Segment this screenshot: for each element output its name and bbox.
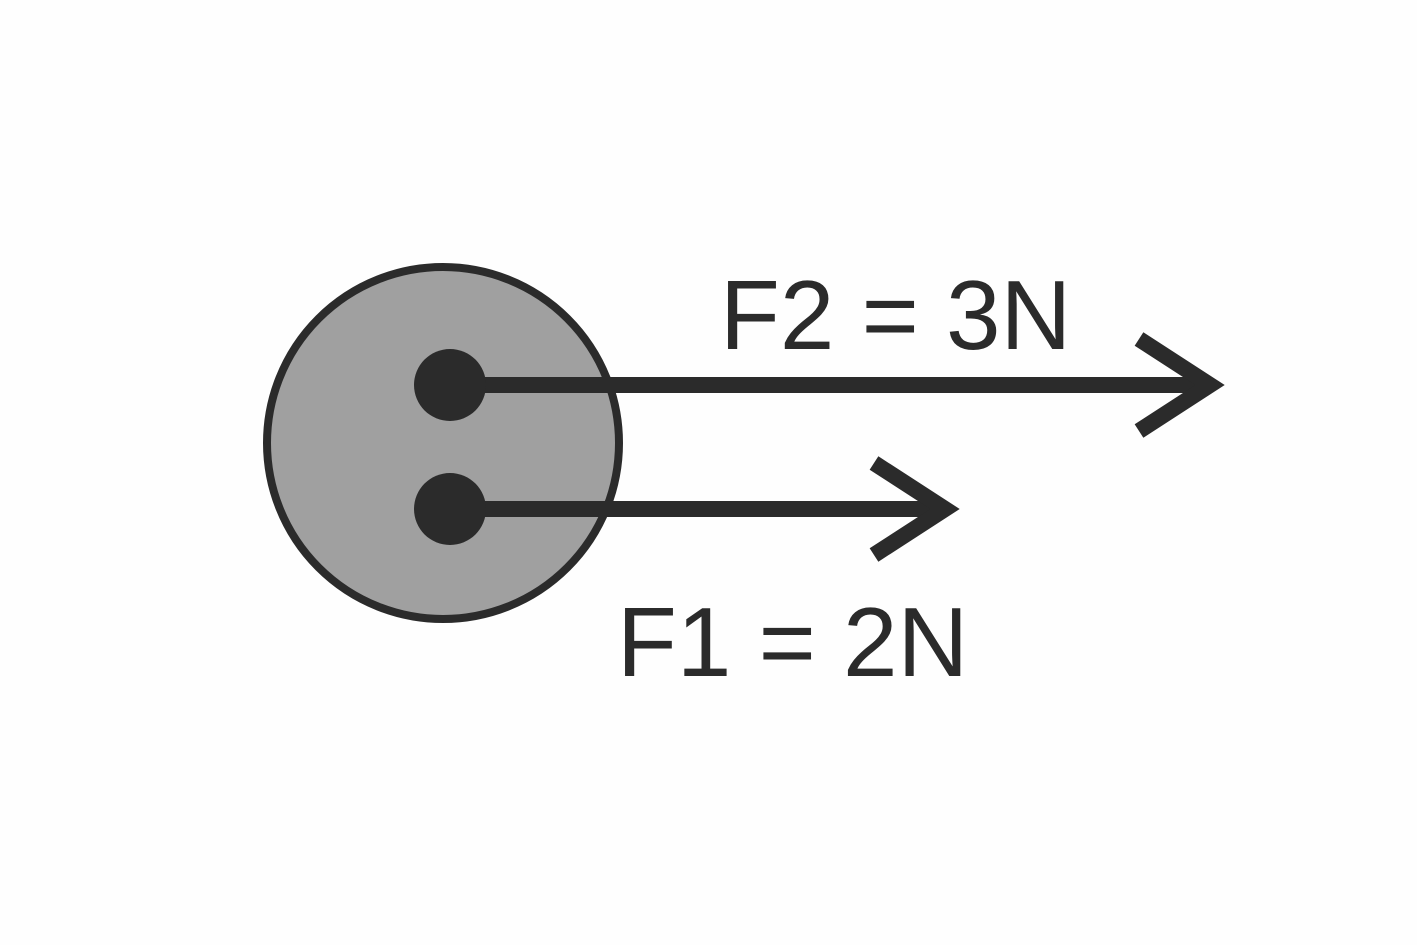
object-body: [263, 263, 623, 623]
force-arrow-f2-head: [1134, 332, 1225, 438]
force-label-f2: F2 = 3N: [720, 260, 1071, 370]
force-label-f1: F1 = 2N: [617, 587, 968, 697]
force-application-point-f2: [414, 349, 486, 421]
force-application-point-f1: [414, 473, 486, 545]
force-arrow-f2: [414, 332, 1225, 438]
force-arrow-f1-head: [869, 456, 960, 562]
force-arrow-f1: [414, 456, 960, 562]
